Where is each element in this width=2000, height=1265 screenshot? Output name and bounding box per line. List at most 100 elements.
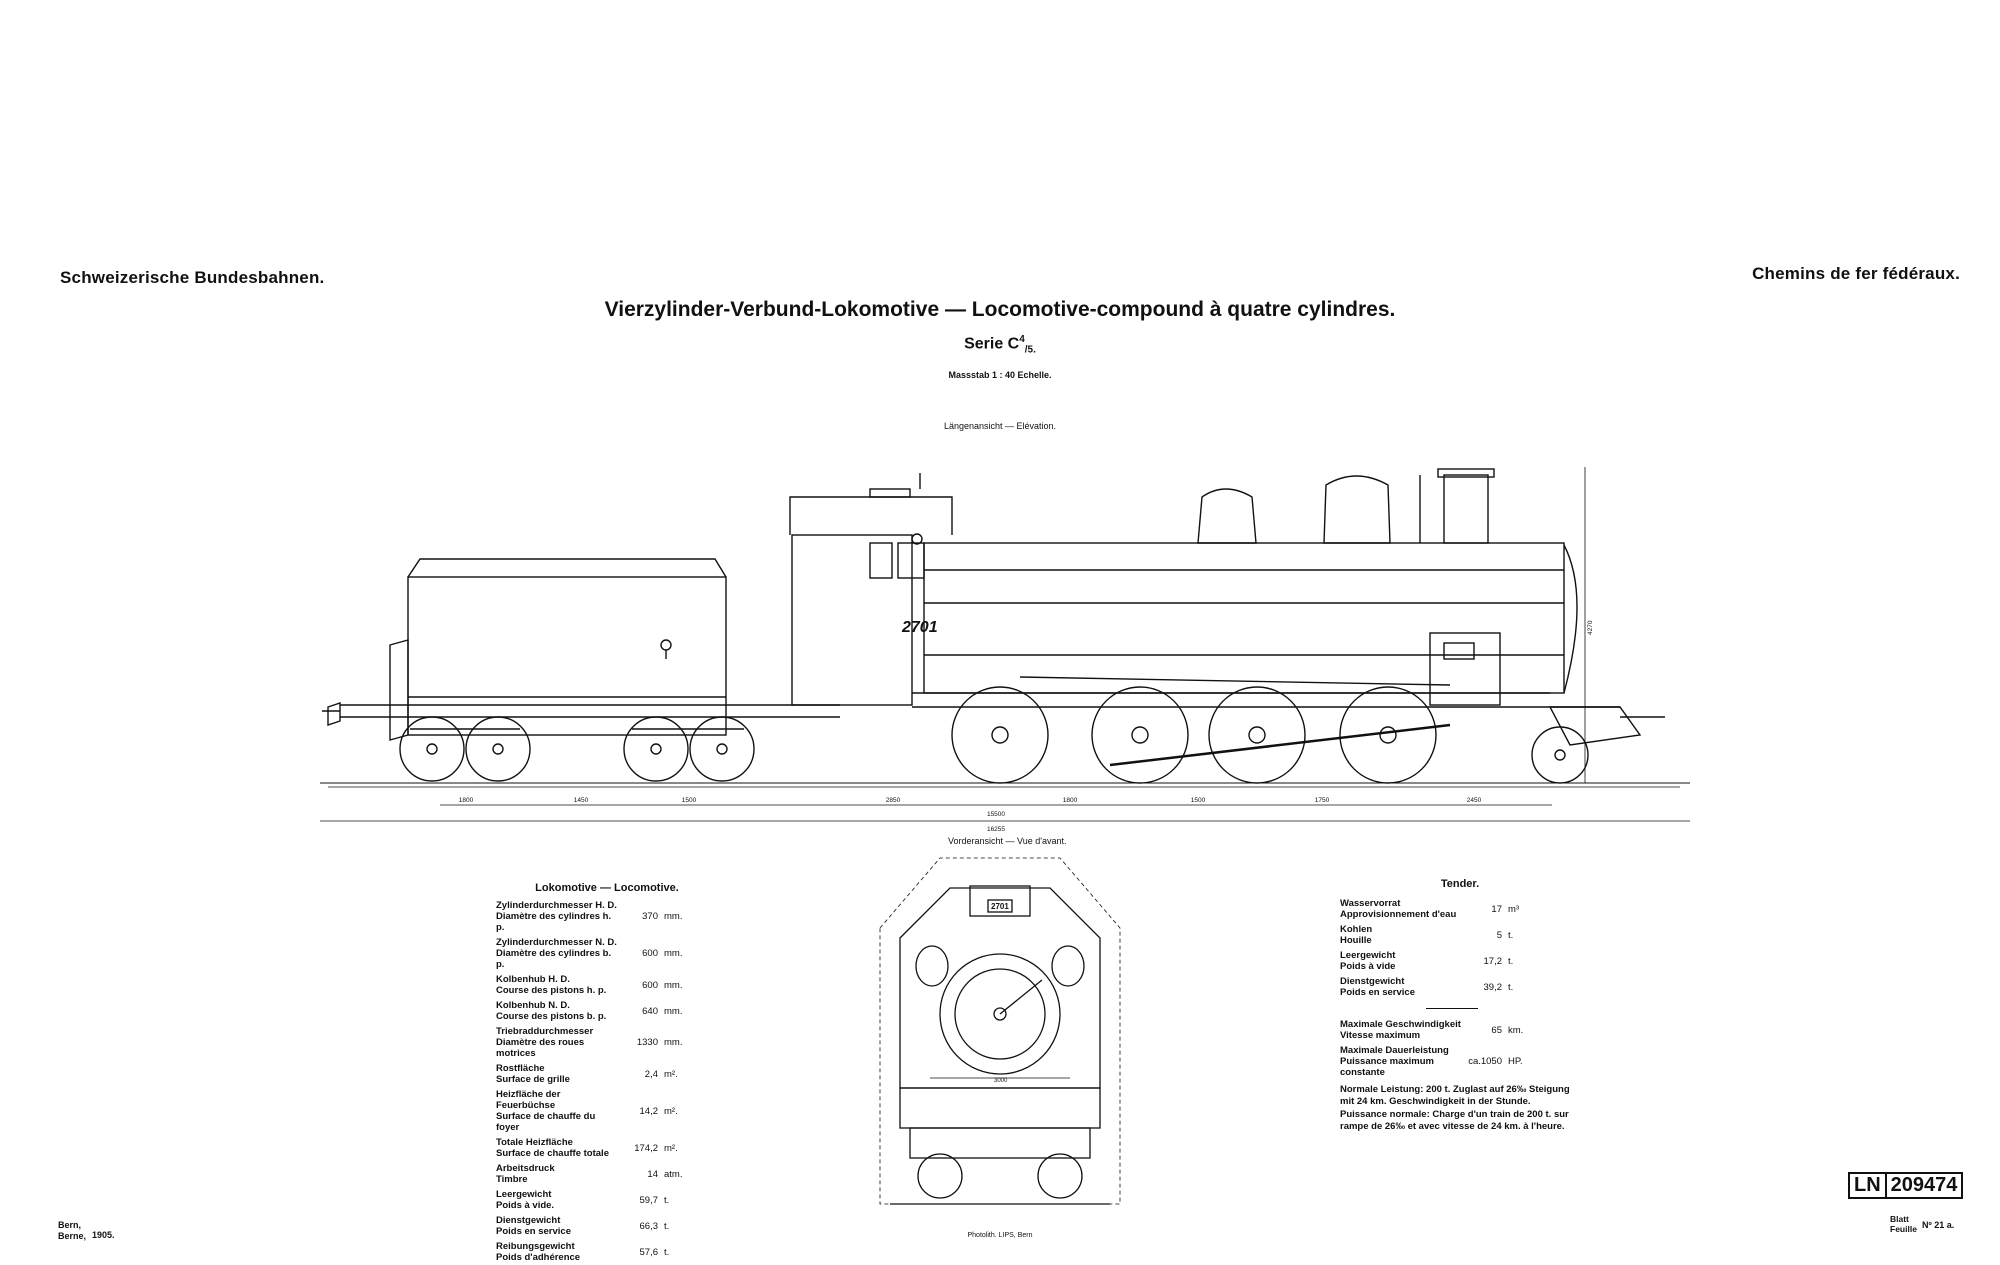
dim-4: 2850 bbox=[886, 797, 901, 804]
spec-value: 1330 bbox=[636, 1037, 658, 1048]
spec-label-german: Dienstgewicht bbox=[1340, 976, 1405, 987]
place-german: Bern, bbox=[58, 1220, 82, 1230]
spec-label: Zylinderdurchmesser N. D.Diamètre des cy… bbox=[496, 935, 618, 972]
spec-value: 17,2 bbox=[1483, 955, 1503, 967]
dim-8: 2450 bbox=[1467, 797, 1482, 804]
dim-1: 1800 bbox=[459, 797, 474, 804]
dim-5: 1800 bbox=[1063, 797, 1078, 804]
series-sub: /5. bbox=[1024, 344, 1036, 356]
spec-row: Kolbenhub H. D.Course des pistons h. p.6… bbox=[496, 972, 704, 998]
series-label: Serie C4/5. bbox=[0, 334, 2000, 356]
spec-label-french: Poids à vide bbox=[1340, 961, 1396, 972]
spec-value: 17 bbox=[1491, 903, 1502, 915]
spec-value: 640 bbox=[642, 1005, 658, 1017]
dim-7: 1750 bbox=[1315, 797, 1330, 804]
spec-unit: km. bbox=[1508, 1024, 1524, 1036]
spec-row: Zylinderdurchmesser N. D.Diamètre des cy… bbox=[496, 935, 704, 972]
spec-unit: m². bbox=[664, 1068, 678, 1080]
spec-label-french: Surface de chauffe du foyer bbox=[496, 1111, 596, 1133]
dim-3: 1500 bbox=[682, 797, 697, 804]
spec-unit: t. bbox=[1508, 955, 1514, 967]
front-dim: 3000 bbox=[994, 1078, 1008, 1084]
spec-label: Kolbenhub N. D.Course des pistons b. p. bbox=[496, 998, 618, 1024]
tender-divider bbox=[1426, 1008, 1478, 1009]
spec-label: Kolbenhub H. D.Course des pistons h. p. bbox=[496, 972, 618, 998]
spec-value: 59,7 bbox=[639, 1194, 659, 1206]
spec-value: 65 bbox=[1491, 1024, 1502, 1036]
normal-performance-note-german: Normale Leistung: 200 t. Zuglast auf 26‰… bbox=[1340, 1084, 1570, 1107]
dim-wheelbase: 15500 bbox=[987, 811, 1005, 818]
spec-row: Kolbenhub N. D.Course des pistons b. p. 6… bbox=[496, 998, 704, 1024]
spec-value: 39,2 bbox=[1483, 981, 1503, 993]
drawing-title: Vierzylinder-Verbund-Lokomotive — Locomo… bbox=[604, 298, 1396, 321]
spec-label-german: Totale Heizfläche bbox=[496, 1137, 573, 1148]
spec-label-german: Maximale Geschwindigkeit bbox=[1340, 1019, 1461, 1030]
spec-label-german: Leergewicht bbox=[496, 1189, 552, 1200]
spec-label-french: Timbre bbox=[496, 1174, 528, 1185]
spec-value: 14 bbox=[647, 1168, 658, 1180]
spec-label-french: Poids en service bbox=[496, 1226, 571, 1237]
front-view-label: Vorderansicht — Vue d'avant. bbox=[948, 836, 1067, 846]
spec-label-german: Leergewicht bbox=[1340, 950, 1396, 961]
spec-label-german: Heizfläche der Feuerbüchse bbox=[496, 1089, 561, 1111]
spec-label-german: Reibungsgewicht bbox=[496, 1241, 575, 1252]
series-sup: 4 bbox=[1019, 334, 1025, 345]
spec-label-french: Vitesse maximum bbox=[1340, 1030, 1421, 1041]
railway-name-french: Chemins de fer fédéraux. bbox=[1752, 264, 1960, 283]
sheet-german: Blatt bbox=[1890, 1214, 1909, 1224]
archive-number: 209474 bbox=[1884, 1174, 1962, 1197]
dim-height: 4270 bbox=[1587, 620, 1594, 635]
spec-unit: mm. bbox=[664, 1037, 683, 1048]
spec-unit: m². bbox=[664, 1142, 678, 1154]
spec-label-french: Diamètre des roues motrices bbox=[496, 1037, 585, 1059]
normal-performance-note-french: Puissance normale: Charge d'un train de … bbox=[1340, 1109, 1569, 1132]
spec-unit: m³ bbox=[1508, 903, 1520, 915]
spec-unit: HP. bbox=[1508, 1056, 1523, 1067]
cab-number-plate: 2701 bbox=[901, 619, 938, 636]
spec-label-german: Zylinderdurchmesser H. D. bbox=[496, 900, 617, 911]
spec-label-german: Rostfläche bbox=[496, 1063, 545, 1074]
spec-label-german: Dienstgewicht bbox=[496, 1215, 561, 1226]
spec-value: 57,6 bbox=[639, 1246, 659, 1258]
spec-unit: mm. bbox=[664, 948, 683, 959]
spec-unit: mm. bbox=[664, 979, 683, 991]
spec-unit: t. bbox=[1508, 981, 1514, 993]
spec-value: 5 bbox=[1496, 929, 1502, 941]
archive-prefix: LN bbox=[1854, 1174, 1881, 1196]
spec-label-french: Poids en service bbox=[1340, 987, 1415, 998]
spec-label-german: Triebraddurchmesser bbox=[496, 1026, 594, 1037]
spec-label-german: Zylinderdurchmesser N. D. bbox=[496, 937, 617, 948]
locomotive-table-title: Lokomotive — Locomotive. bbox=[535, 882, 679, 894]
place-french: Berne, bbox=[58, 1231, 87, 1241]
series-prefix: Serie C bbox=[964, 335, 1020, 353]
spec-value: 600 bbox=[642, 948, 658, 959]
spec-label-french: Poids à vide. bbox=[496, 1200, 555, 1211]
spec-label-german: Arbeitsdruck bbox=[496, 1163, 555, 1174]
tender-table-title: Tender. bbox=[1440, 878, 1480, 890]
spec-label-french: Puissance maximum constante bbox=[1340, 1056, 1434, 1078]
issue-year: 1905. bbox=[92, 1230, 115, 1240]
